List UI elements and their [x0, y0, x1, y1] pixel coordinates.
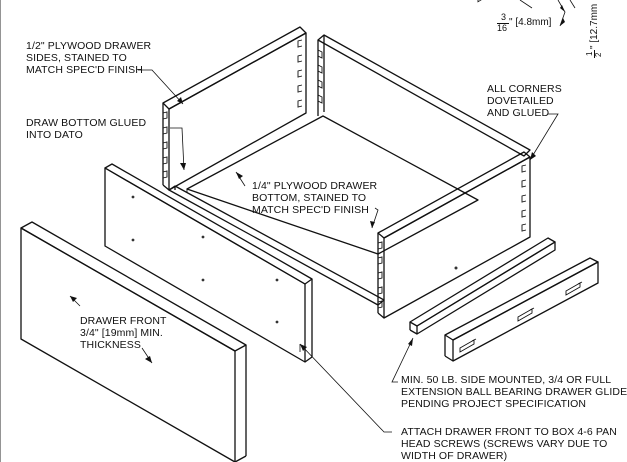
frac-side-num: 1 [585, 51, 594, 56]
frac-side-den: 2 [594, 52, 603, 57]
label-attach: ATTACH DRAWER FRONT TO BOX 4-6 PAN HEAD … [401, 426, 617, 462]
label-corners: ALL CORNERS DOVETAILED AND GLUED [487, 83, 562, 119]
drawer-left-side-panel [162, 26, 307, 191]
drawer-face-back-plate [104, 163, 313, 363]
drawer-glide [409, 0, 599, 362]
drawer-back-panel [317, 34, 531, 157]
dimension-fraction-top: 3 16 " [4.8mm] [497, 12, 567, 34]
drawer-inner-front-panel [168, 185, 385, 306]
frac-top-num: 3 [501, 12, 507, 22]
frac-top-mm: " [4.8mm] [509, 17, 552, 28]
frac-top-den: 16 [497, 23, 508, 33]
frac-top-bar [497, 23, 509, 24]
label-plywood-bottom: 1/4" PLYWOOD DRAWER BOTTOM, STAINED TO M… [252, 180, 378, 216]
drawer-front-panel [20, 221, 247, 462]
drawer-bottom-panel [186, 115, 479, 255]
dimension-fraction-side: 1 2 " [12.7mm [585, 0, 603, 58]
drawer-box [162, 26, 531, 319]
label-drawer-sides: 1/2" PLYWOOD DRAWER SIDES, STAINED TO MA… [26, 40, 152, 76]
leader-lines [69, 0, 576, 433]
frac-side-mm: " [12.7mm [589, 3, 600, 49]
label-draw-bottom: DRAW BOTTOM GLUED INTO DATO [26, 117, 147, 141]
drawer-right-side-panel [377, 151, 531, 319]
label-drawer-front: DRAWER FRONT 3/4" [19mm] MIN. THICKNESS [80, 315, 167, 351]
label-glide: MIN. 50 LB. SIDE MOUNTED, 3/4 OR FULL EX… [401, 374, 627, 410]
